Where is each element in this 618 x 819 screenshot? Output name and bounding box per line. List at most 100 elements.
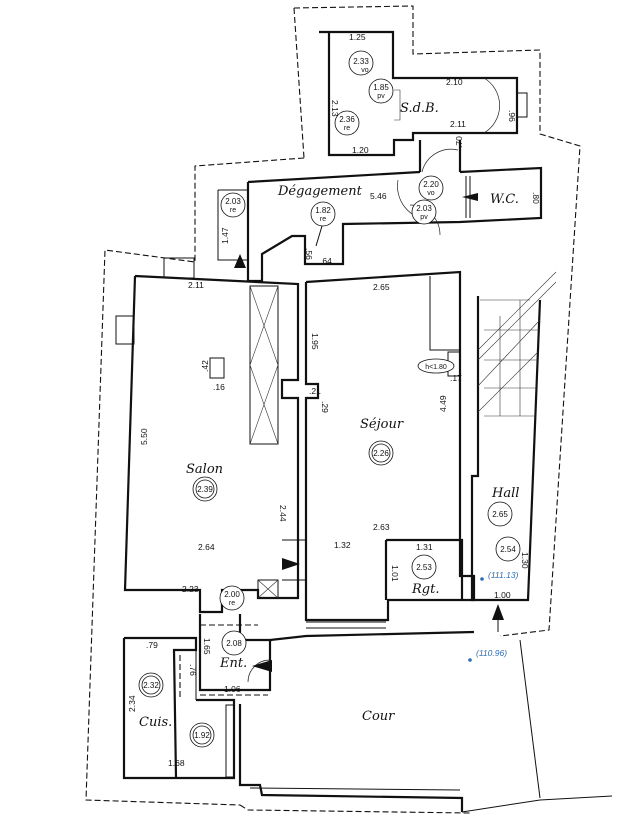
- dim-sejour-bottom: 1.32: [334, 540, 351, 550]
- dim-salon-right: 2.44: [278, 505, 288, 522]
- room-salon: Salon: [186, 462, 223, 477]
- dim-sejour-left: 1.95: [310, 333, 320, 350]
- svg-text:2.03: 2.03: [416, 204, 432, 213]
- elevation-point-hall: [480, 577, 484, 581]
- elevation-point-cour: [468, 658, 472, 662]
- entree-dashed: [200, 624, 268, 696]
- dim-sdb-bottom: 1.20: [352, 145, 369, 155]
- height-marker-ent: 2.08: [221, 630, 247, 656]
- room-rgt: Rgt.: [411, 582, 439, 597]
- dim-hall-bottom: 1.00: [494, 590, 511, 600]
- dim-wc-width: .80: [531, 192, 541, 204]
- dim-salon-small-w: .16: [213, 382, 225, 392]
- svg-text:2.00: 2.00: [224, 590, 240, 599]
- salon-chimney: [115, 315, 135, 345]
- entry-arrow-ent: [252, 660, 272, 672]
- svg-text:2.20: 2.20: [423, 180, 439, 189]
- entry-arrow-salon: [234, 254, 246, 268]
- svg-text:pv: pv: [377, 93, 385, 100]
- salon-bottom-niche: [257, 579, 279, 599]
- room-ent: Ent.: [219, 656, 247, 671]
- height-marker-cuis-top: 2.32: [138, 672, 164, 698]
- svg-text:vo: vo: [427, 190, 435, 197]
- height-marker-sejour: 2.26: [368, 440, 394, 466]
- corridor-swing: [421, 148, 459, 173]
- room-hall: Hall: [491, 486, 519, 501]
- dim-sejour-wall-b: .29: [320, 401, 330, 413]
- property-boundary: [85, 5, 581, 806]
- svg-text:2.03: 2.03: [225, 197, 241, 206]
- svg-text:2.26: 2.26: [373, 449, 389, 458]
- dim-sejour-right: 4.49: [438, 395, 448, 412]
- sdb-fixture: [394, 89, 401, 121]
- salon-ventilation-shaft: [249, 285, 279, 445]
- dim-sejour-wall-a: .21: [309, 386, 321, 396]
- svg-text:2.65: 2.65: [492, 510, 508, 519]
- dim-rgt-width: 1.31: [416, 542, 433, 552]
- sdb-window: [516, 92, 528, 118]
- svg-text:2.08: 2.08: [226, 639, 242, 648]
- svg-text:re: re: [344, 125, 350, 132]
- dim-cuis-height: 2.34: [127, 695, 137, 712]
- dim-salon-width: 2.64: [198, 542, 215, 552]
- dim-ent-bottom: 1.06: [224, 684, 241, 694]
- dim-ent-side: 1.65: [202, 638, 212, 655]
- dim-rgt-height: 1.01: [390, 565, 400, 582]
- height-marker-sdb-vo: 2.33 vo: [348, 50, 374, 76]
- svg-text:re: re: [229, 600, 235, 607]
- height-marker-deg-re-left: 2.03 re: [220, 192, 246, 218]
- salon-column: [209, 357, 225, 379]
- cuisine-counter: [176, 649, 197, 700]
- height-marker-sdb-pv: 1.85 pv: [368, 78, 394, 104]
- dim-corridor: .70: [454, 136, 464, 148]
- entry-arrow-degagement: [462, 193, 478, 201]
- dim-salon-top: 2.11: [188, 280, 204, 290]
- sejour-walls: [304, 270, 476, 622]
- sdb-door-swing: [483, 77, 500, 134]
- dim-deg-length: 5.46: [370, 191, 387, 201]
- entry-arrow-hall: [492, 604, 504, 620]
- height-marker-salon-re: 2.00 re: [219, 585, 245, 611]
- room-cuis: Cuis.: [139, 715, 172, 730]
- dim-sejour-small: .17: [450, 373, 462, 383]
- elevation-cour: (110.96): [476, 648, 507, 658]
- corridor-walls: [418, 140, 462, 172]
- elevation-hall: (111.13): [488, 570, 519, 580]
- svg-text:2.33: 2.33: [353, 57, 369, 66]
- dim-sdb-right-bottom: 2.11: [450, 119, 466, 129]
- rgt-walls: [384, 538, 464, 600]
- dim-deg-bottom: .64: [320, 256, 332, 266]
- svg-text:2.39: 2.39: [197, 485, 213, 494]
- height-marker-deg-re-mid: 1.82 re: [310, 201, 336, 227]
- svg-text:1.92: 1.92: [194, 731, 210, 740]
- dim-sejour-top: 2.65: [373, 282, 390, 292]
- dim-sejour-width: 2.63: [373, 522, 390, 532]
- dim-ent-small: .76: [188, 664, 198, 676]
- svg-text:2.32: 2.32: [143, 681, 159, 690]
- svg-text:vo: vo: [361, 67, 369, 74]
- height-marker-deg-vo: 2.20 vo: [418, 175, 444, 201]
- dim-salon-bottom: 2.23: [182, 584, 199, 594]
- degagement-walls: [246, 166, 543, 283]
- staircase: [477, 271, 557, 417]
- degagement-arrow-line: [315, 225, 323, 247]
- svg-text:1.82: 1.82: [315, 206, 331, 215]
- entry-arrow-sejour: [282, 558, 300, 570]
- room-sejour: Séjour: [360, 417, 404, 432]
- room-cour: Cour: [362, 709, 395, 724]
- cuisine-doorframe: [225, 704, 235, 778]
- cour-right-boundary: [519, 639, 541, 799]
- cuisine-walls: [122, 636, 236, 780]
- salon-top-box: [163, 257, 195, 279]
- dim-cuis-top: .79: [146, 640, 158, 650]
- property-boundary-bottom: [239, 804, 471, 814]
- dim-sdb-right-top: 2.10: [446, 77, 463, 87]
- svg-text:pv: pv: [420, 214, 428, 221]
- cour-edge: [249, 787, 613, 813]
- cour-walls: [238, 704, 464, 812]
- height-marker-sdb-re: 2.36 re: [334, 110, 360, 136]
- hall-walls: [470, 296, 542, 602]
- height-marker-salon: 2.39: [192, 476, 218, 502]
- dim-sdb-left: 2.13: [330, 100, 340, 117]
- height-marker-cuis-bottom: 1.92: [189, 722, 215, 748]
